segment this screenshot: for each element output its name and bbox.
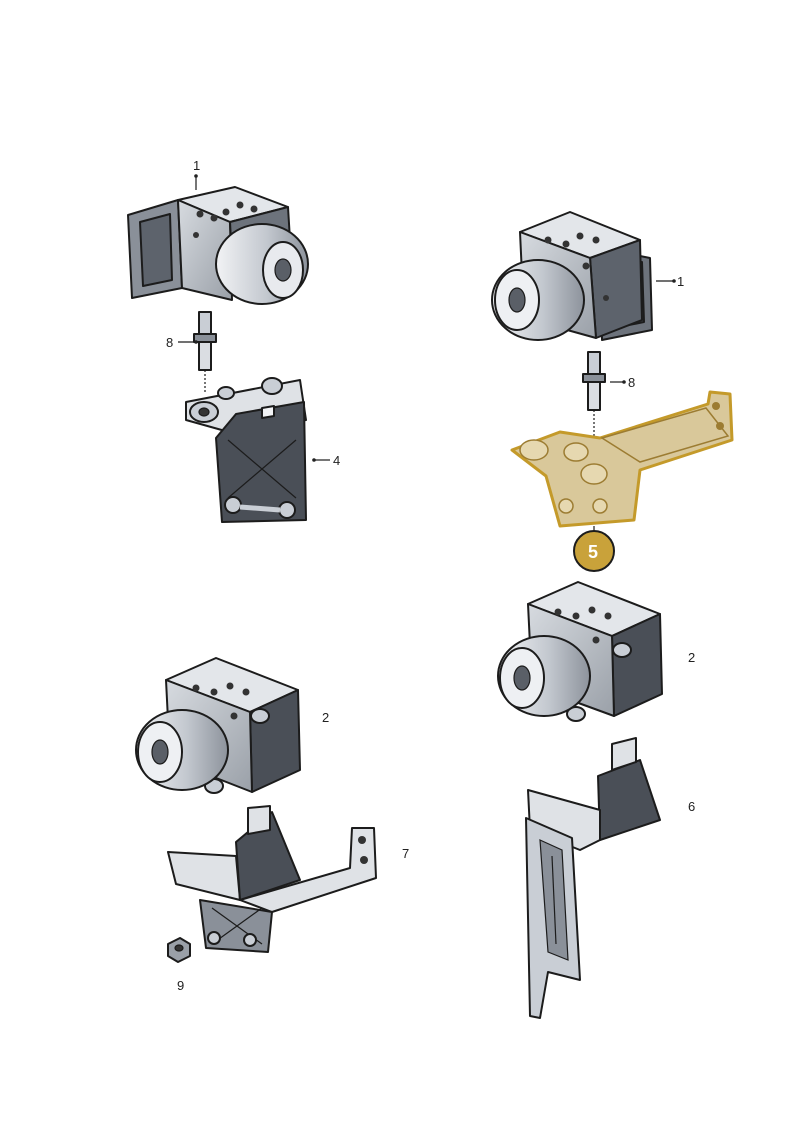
callout-2-bottom-left: 2 xyxy=(322,710,329,725)
abs-control-unit-top-left[interactable] xyxy=(127,186,309,305)
nut-9[interactable] xyxy=(167,937,191,963)
bolt-8-right[interactable] xyxy=(582,351,606,440)
abs-control-unit-top-right[interactable] xyxy=(491,211,653,341)
abs-unit-2-bottom-left[interactable] xyxy=(135,657,301,794)
callout-1-top-right: 1 xyxy=(677,274,684,289)
callout-5-badge[interactable]: 5 xyxy=(573,530,615,572)
callout-6: 6 xyxy=(688,799,695,814)
mounting-bracket-4[interactable] xyxy=(185,377,307,523)
bolt-8-left[interactable] xyxy=(193,311,217,392)
mounting-bracket-5-highlighted[interactable] xyxy=(510,390,734,528)
mounting-bracket-6[interactable] xyxy=(525,737,661,1019)
callout-9: 9 xyxy=(177,978,184,993)
callout-5: 5 xyxy=(588,542,598,562)
callout-4: 4 xyxy=(333,453,340,468)
callout-2-bottom-right: 2 xyxy=(688,650,695,665)
abs-unit-2-bottom-right[interactable] xyxy=(497,581,663,722)
mounting-bracket-7[interactable] xyxy=(167,805,377,953)
callout-8-right: 8 xyxy=(628,375,635,390)
callout-7: 7 xyxy=(402,846,409,861)
callout-1-top-left: 1 xyxy=(193,158,200,173)
callout-8-left: 8 xyxy=(166,335,173,350)
